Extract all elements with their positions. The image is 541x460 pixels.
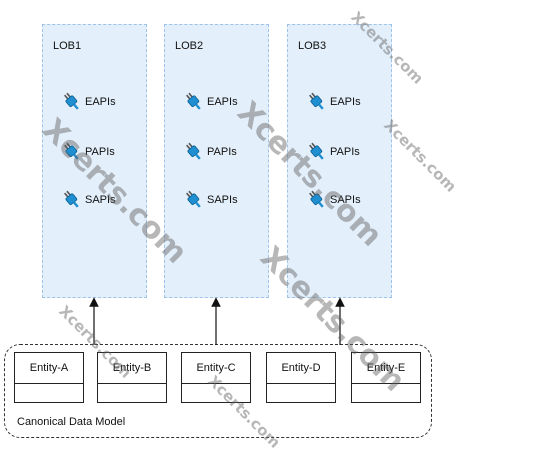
api-label: SAPIs — [330, 194, 361, 206]
lob3-papis: PAPIs — [306, 141, 360, 163]
entity-d-box: Entity-D — [266, 352, 336, 403]
lob1-container: LOB1 EAPIs PAPIs SAPIs — [42, 24, 147, 298]
entity-a-box: Entity-A — [14, 352, 84, 403]
canonical-data-model-label: Canonical Data Model — [17, 416, 126, 428]
api-plug-icon — [306, 91, 328, 113]
lob1-sapis: SAPIs — [61, 189, 116, 211]
api-plug-icon — [183, 141, 205, 163]
lob3-sapis: SAPIs — [306, 189, 361, 211]
entity-name: Entity-D — [267, 353, 335, 384]
api-plug-icon — [183, 189, 205, 211]
api-label: PAPIs — [330, 146, 360, 158]
lob2-sapis: SAPIs — [183, 189, 238, 211]
entity-name: Entity-E — [352, 353, 420, 384]
lob2-papis: PAPIs — [183, 141, 237, 163]
entity-c-box: Entity-C — [181, 352, 251, 403]
api-label: PAPIs — [207, 146, 237, 158]
lob2-title: LOB2 — [175, 40, 204, 52]
canonical-data-model-group — [4, 344, 432, 438]
api-plug-icon — [61, 91, 83, 113]
api-label: EAPIs — [207, 96, 238, 108]
api-label: SAPIs — [85, 194, 116, 206]
entity-e-box: Entity-E — [351, 352, 421, 403]
api-plug-icon — [61, 141, 83, 163]
api-label: PAPIs — [85, 146, 115, 158]
api-label: EAPIs — [330, 96, 361, 108]
entity-name: Entity-A — [15, 353, 83, 384]
lob3-title: LOB3 — [298, 40, 327, 52]
lob1-eapis: EAPIs — [61, 91, 116, 113]
lob2-container: LOB2 EAPIs PAPIs SAPIs — [164, 24, 269, 298]
entity-name: Entity-B — [98, 353, 166, 384]
lob3-eapis: EAPIs — [306, 91, 361, 113]
lob1-papis: PAPIs — [61, 141, 115, 163]
entity-b-box: Entity-B — [97, 352, 167, 403]
lob2-eapis: EAPIs — [183, 91, 238, 113]
api-plug-icon — [61, 189, 83, 211]
api-plug-icon — [306, 141, 328, 163]
api-label: SAPIs — [207, 194, 238, 206]
lob3-container: LOB3 EAPIs PAPIs SAPIs — [287, 24, 392, 298]
api-label: EAPIs — [85, 96, 116, 108]
lob1-title: LOB1 — [53, 40, 82, 52]
api-plug-icon — [183, 91, 205, 113]
entity-name: Entity-C — [182, 353, 250, 384]
api-plug-icon — [306, 189, 328, 211]
